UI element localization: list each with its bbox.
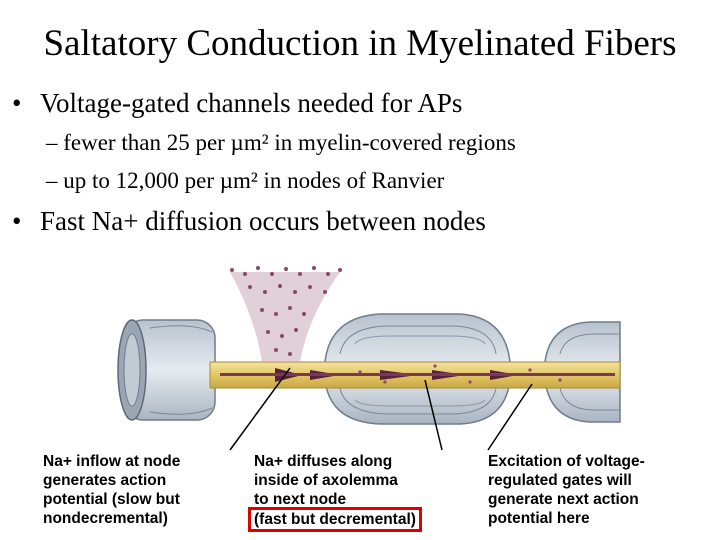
- bullet-voltage-gated: • Voltage-gated channels needed for APs: [12, 88, 462, 119]
- bullet-fast-diffusion: • Fast Na+ diffusion occurs between nodes: [12, 206, 486, 237]
- caption-line: Excitation of voltage-: [488, 453, 645, 470]
- caption-node-inflow: Na+ inflow at node generates action pote…: [43, 452, 243, 528]
- subbullet-text: up to 12,000 per µm² in nodes of Ranvier: [63, 168, 445, 193]
- bullet-text: Voltage-gated channels needed for APs: [40, 88, 463, 118]
- caption-next-action-potential: Excitation of voltage- regulated gates w…: [488, 452, 708, 528]
- caption-line: inside of axolemma: [254, 472, 398, 489]
- subbullet-nodes-of-ranvier: – up to 12,000 per µm² in nodes of Ranvi…: [46, 168, 444, 194]
- myelinated-axon-illustration: [117, 266, 621, 451]
- caption-line: generates action: [43, 472, 167, 489]
- subbullet-text: fewer than 25 per µm² in myelin-covered …: [63, 130, 516, 155]
- caption-line: nondecremental): [43, 510, 168, 527]
- caption-line: potential here: [488, 510, 590, 527]
- bullet-marker: •: [12, 88, 22, 118]
- subbullet-myelin-regions: – fewer than 25 per µm² in myelin-covere…: [46, 130, 516, 156]
- pointer-lines: [229, 367, 533, 451]
- caption-diffusion: Na+ diffuses along inside of axolemma to…: [248, 452, 454, 532]
- slide-title: Saltatory Conduction in Myelinated Fiber…: [43, 23, 677, 64]
- dash-marker: –: [46, 130, 58, 155]
- caption-line: generate next action: [488, 491, 639, 508]
- caption-line: Na+ diffuses along: [254, 453, 393, 470]
- caption-line: regulated gates will: [488, 472, 632, 489]
- bullet-marker: •: [12, 206, 22, 236]
- dash-marker: –: [46, 168, 58, 193]
- highlighted-phrase: (fast but decremental): [248, 507, 422, 532]
- myelin-sheath-left: [117, 319, 216, 421]
- caption-line: Na+ inflow at node: [43, 453, 181, 470]
- caption-line: to next node: [254, 491, 347, 508]
- caption-line: potential (slow but: [43, 491, 180, 508]
- bullet-text: Fast Na+ diffusion occurs between nodes: [40, 206, 486, 236]
- sodium-ion-particles: [230, 266, 562, 384]
